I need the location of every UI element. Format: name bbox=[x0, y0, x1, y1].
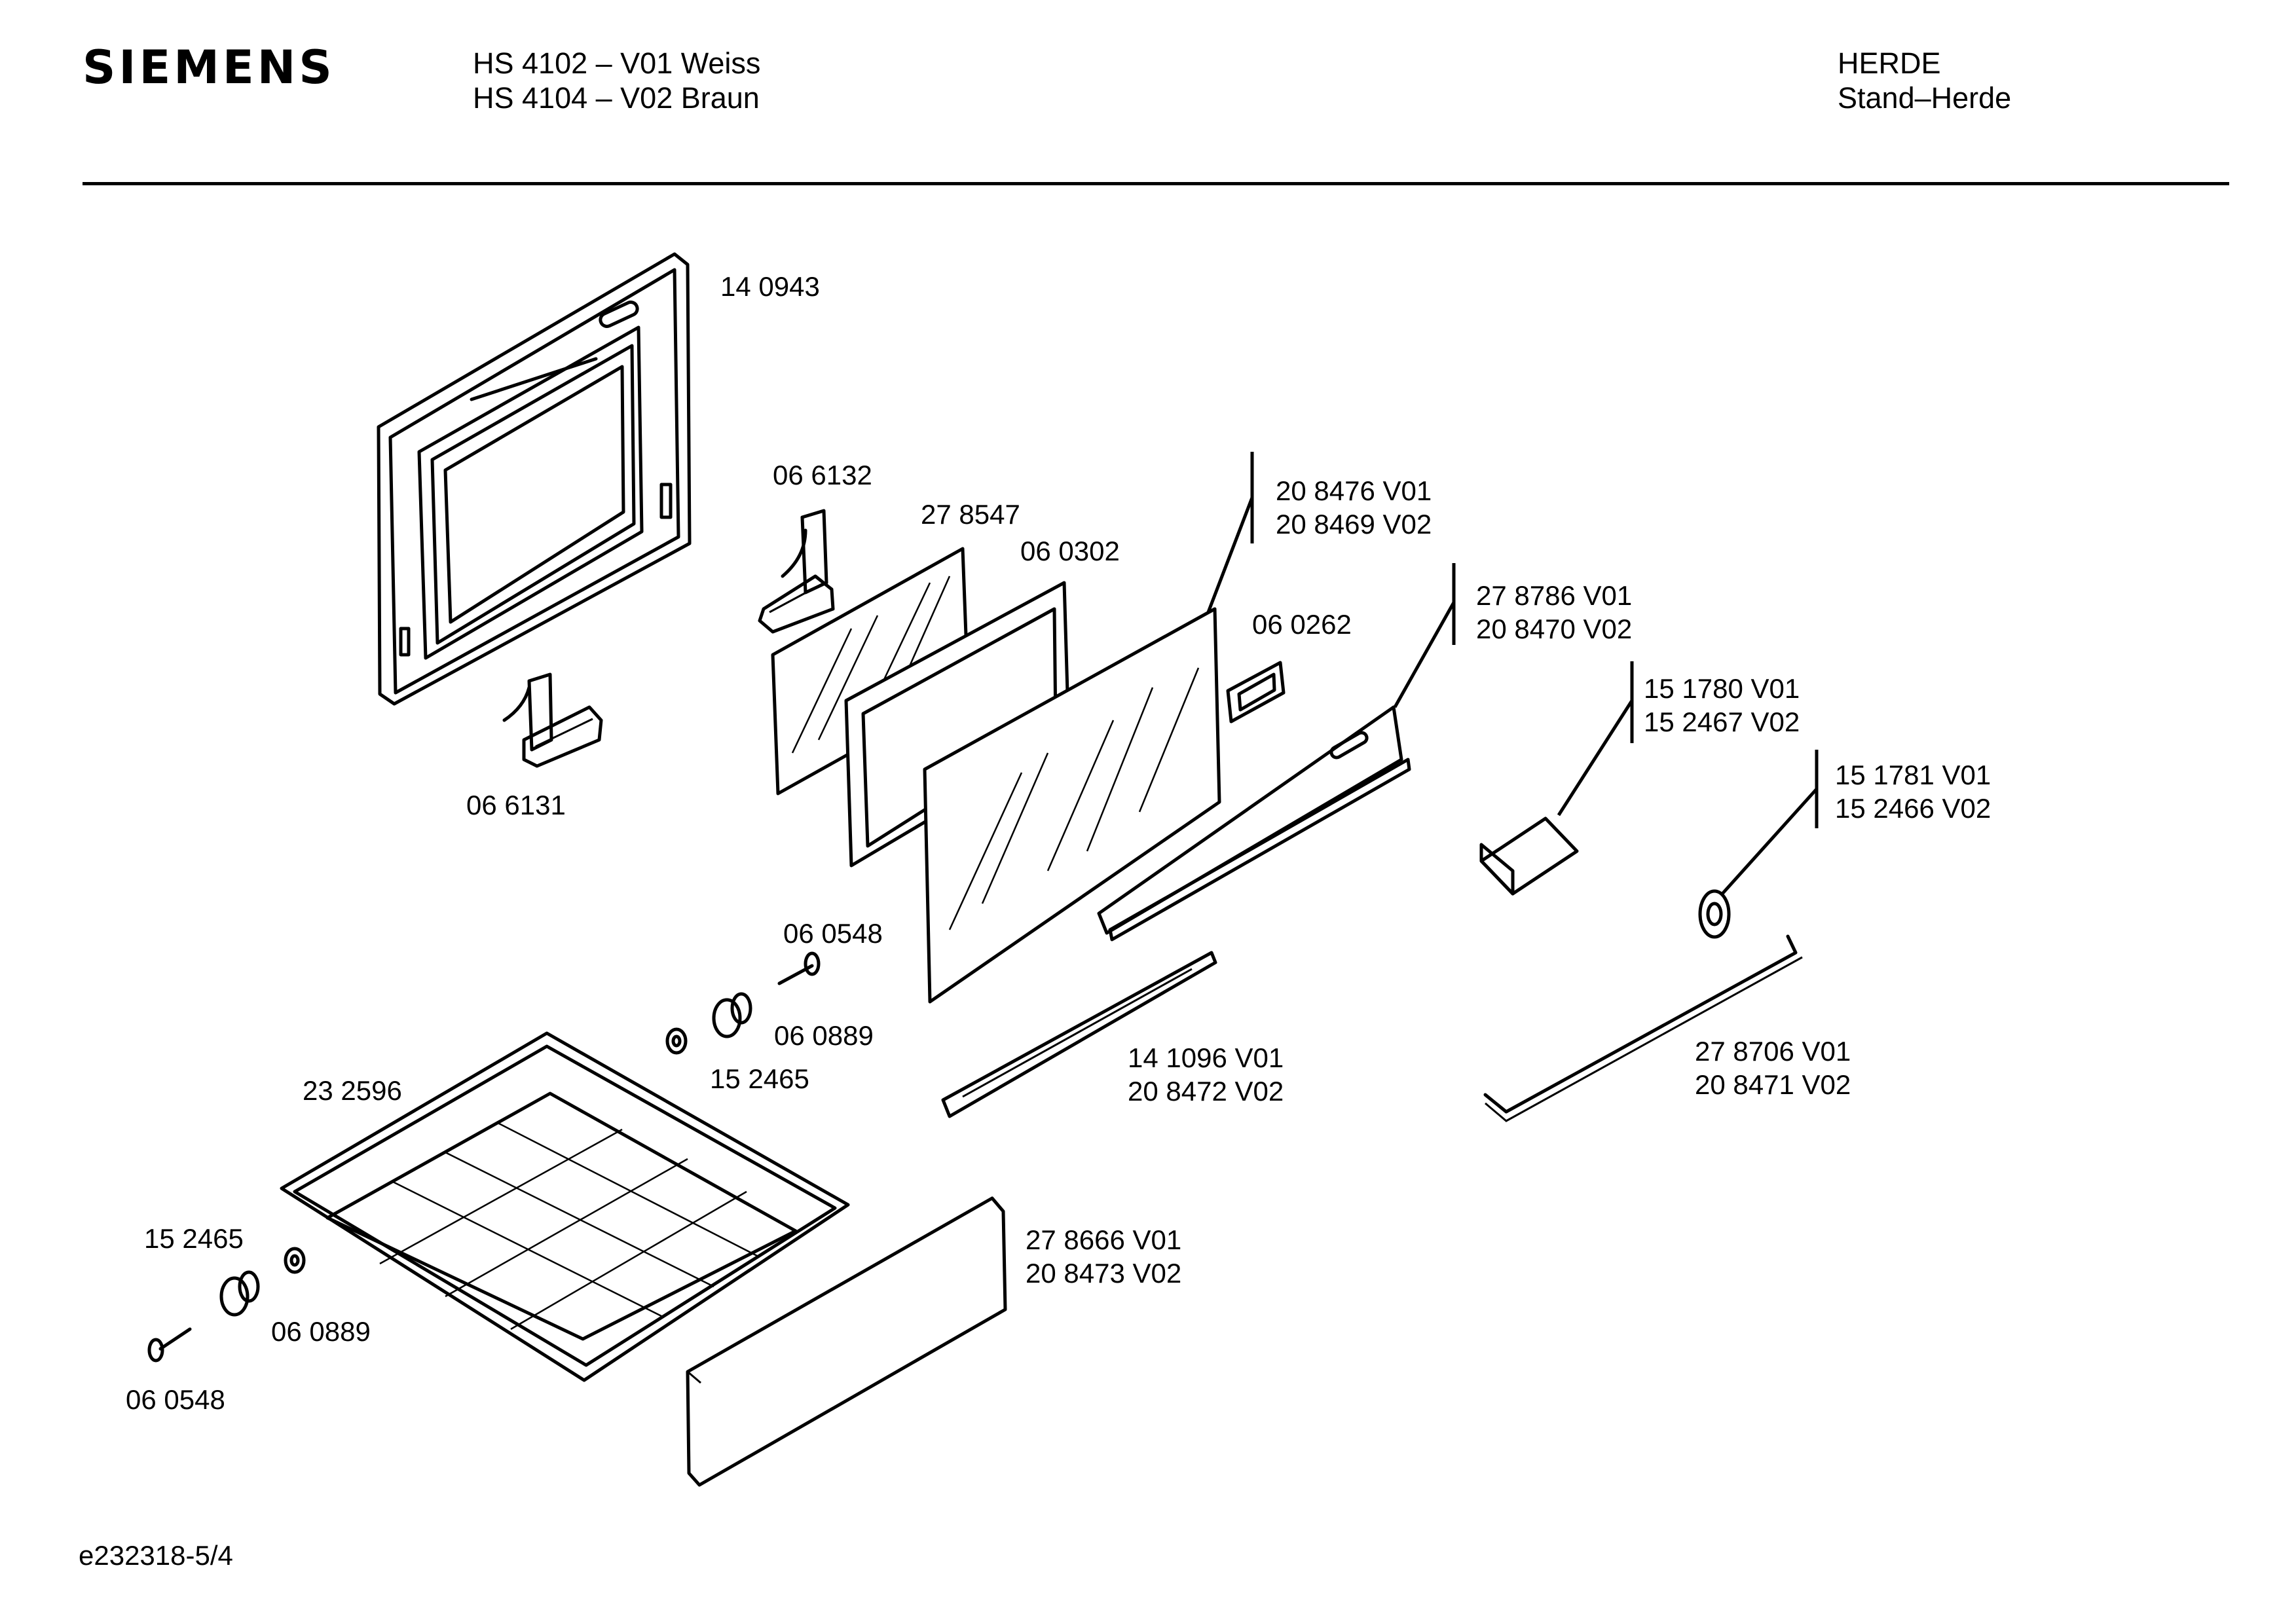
part-label: 14 0943 bbox=[720, 271, 820, 302]
rod-drawing bbox=[1483, 934, 1803, 1122]
model-line: HS 4102 – V01 Weiss bbox=[473, 46, 761, 80]
category-title: HERDE bbox=[1838, 46, 1941, 80]
header-divider bbox=[83, 182, 2229, 185]
grip-insert-drawing bbox=[1226, 661, 1286, 724]
part-label: 06 6132 bbox=[773, 460, 872, 490]
part-label: 06 0548 bbox=[126, 1384, 225, 1415]
part-label: 23 2596 bbox=[303, 1075, 402, 1106]
part-label: 15 2465 bbox=[710, 1063, 809, 1094]
leader-lines bbox=[1206, 452, 1819, 895]
category-subtitle: Stand–Herde bbox=[1838, 81, 2012, 115]
clip-drawing bbox=[1479, 816, 1579, 896]
brand-logo: SIEMENS bbox=[83, 41, 335, 94]
roller-upper-drawing bbox=[712, 992, 752, 1038]
part-label: 06 6131 bbox=[466, 790, 566, 820]
category-block: HERDE Stand–Herde bbox=[1838, 46, 2011, 115]
part-label: 15 2465 bbox=[144, 1223, 244, 1254]
knob-drawing bbox=[1698, 889, 1731, 939]
part-label: 06 0889 bbox=[774, 1020, 874, 1051]
model-list: HS 4102 – V01 Weiss HS 4104 – V02 Braun bbox=[473, 46, 760, 115]
handle-strip-drawing bbox=[1097, 705, 1411, 942]
bottom-strip-drawing bbox=[941, 951, 1217, 1118]
part-label: 06 0262 bbox=[1252, 609, 1352, 640]
part-label: 06 0302 bbox=[1020, 536, 1120, 566]
roller-lower-drawing bbox=[219, 1270, 260, 1317]
screw-lower-drawing bbox=[147, 1327, 192, 1363]
drawer-tray-drawing bbox=[280, 1031, 850, 1382]
model-line: HS 4104 – V02 Braun bbox=[473, 81, 760, 115]
document-id: e232318-5/4 bbox=[79, 1540, 233, 1571]
screw-upper-drawing bbox=[777, 951, 821, 985]
part-label: 06 0889 bbox=[271, 1316, 371, 1347]
door-frame-drawing bbox=[377, 252, 692, 706]
glass-pane-large-drawing bbox=[923, 607, 1221, 1004]
washer-upper-drawing bbox=[665, 1027, 688, 1055]
part-label: 06 0548 bbox=[783, 918, 883, 949]
part-label: 27 8547 bbox=[921, 499, 1020, 530]
drawer-front-drawing bbox=[686, 1196, 1007, 1487]
hinge-upper-drawing bbox=[758, 509, 835, 634]
hinge-lower-drawing bbox=[502, 672, 603, 768]
washer-lower-drawing bbox=[284, 1247, 306, 1274]
